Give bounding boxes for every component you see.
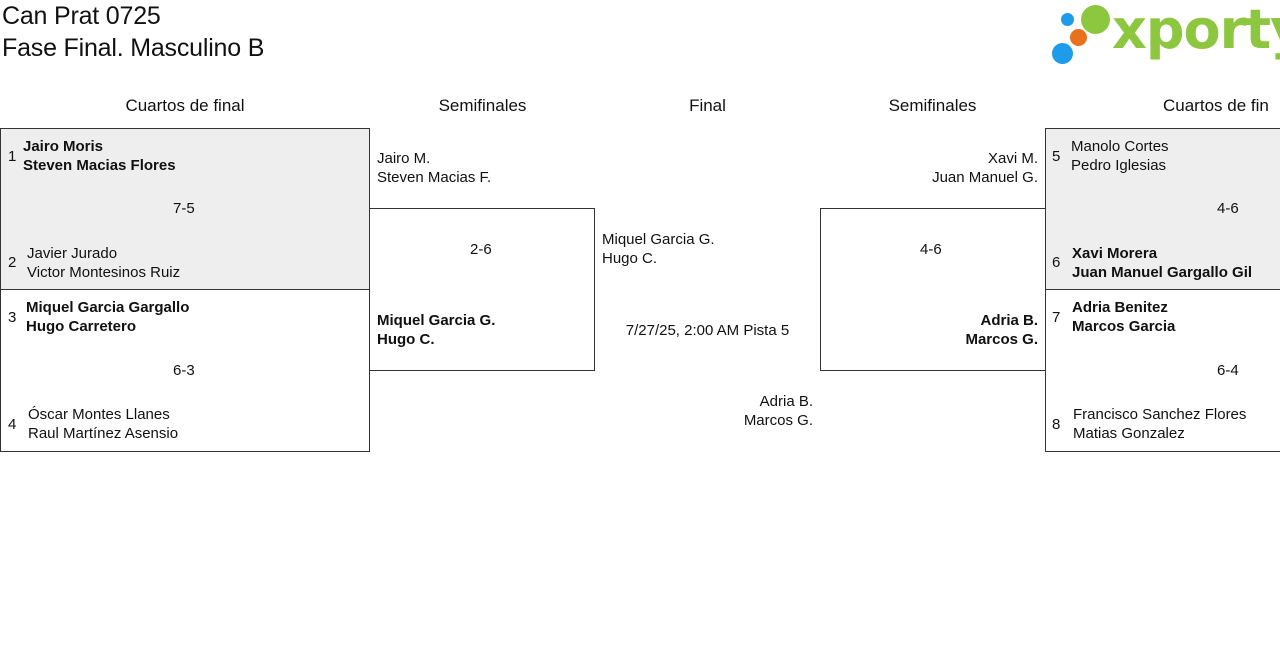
player-name: Hugo Carretero [26, 318, 137, 335]
player-name: Marcos G. [743, 412, 813, 429]
player-name: Hugo C. [602, 250, 658, 267]
phase-subtitle: Fase Final. Masculino B [2, 34, 265, 62]
xporty-logo: xporty [1050, 0, 1280, 70]
sf-left-match[interactable]: 2-6 Miquel Garcia G. Hugo C. [369, 208, 595, 371]
player-name: Adria Benitez [1072, 299, 1168, 316]
column-header-sf-right: Semifinales [888, 96, 977, 115]
tournament-title: Can Prat 0725 [2, 2, 161, 30]
player-name: Raul Martínez Asensio [28, 425, 179, 442]
column-header-final: Final [689, 96, 726, 115]
seed-number: 7 [1052, 309, 1061, 326]
seed-number: 6 [1052, 254, 1061, 271]
column-header-qf-right: Cuartos de fin [1163, 96, 1269, 115]
qf-left-match-1[interactable]: 1 Jairo Moris Steven Macias Flores 7-5 2… [0, 128, 370, 290]
qf-right-match-2[interactable]: 7 Adria Benitez Marcos Garcia 6-4 8 Fran… [1045, 289, 1280, 452]
player-name: Adria B. [759, 393, 813, 410]
player-name: Hugo C. [377, 331, 435, 348]
player-name: Juan Manuel Gargallo Gil [1072, 264, 1253, 281]
match-score: 7-5 [173, 200, 195, 217]
qf-left-match-2[interactable]: 3 Miquel Garcia Gargallo Hugo Carretero … [0, 289, 370, 452]
player-name: Marcos G. [965, 331, 1038, 348]
logo-wordmark: xporty [1112, 0, 1280, 61]
player-name: Adria B. [980, 312, 1038, 329]
player-name: Steven Macias F. [377, 169, 492, 186]
logo-dot-green [1081, 5, 1110, 34]
player-name: Miquel Garcia Gargallo [26, 299, 190, 316]
seed-number: 8 [1052, 416, 1061, 433]
player-name: Marcos Garcia [1072, 318, 1176, 335]
column-header-qf-left: Cuartos de final [125, 96, 245, 115]
logo-dot-blue-small [1061, 13, 1074, 26]
player-name: Óscar Montes Llanes [28, 406, 170, 423]
seed-number: 4 [8, 416, 17, 433]
seed-number: 5 [1052, 148, 1061, 165]
match-score: 6-4 [1217, 362, 1239, 379]
match-score: 6-3 [173, 362, 195, 379]
match-score: 4-6 [920, 241, 942, 258]
seed-number: 3 [8, 309, 17, 326]
player-name: Francisco Sanchez Flores [1073, 406, 1247, 423]
player-name: Manolo Cortes [1071, 138, 1169, 155]
player-name: Victor Montesinos Ruiz [27, 264, 181, 281]
player-name: Juan Manuel G. [932, 169, 1038, 186]
player-name: Jairo Moris [23, 138, 104, 155]
player-name: Xavi M. [987, 150, 1038, 167]
column-header-sf-left: Semifinales [438, 96, 527, 115]
seed-number: 1 [8, 148, 17, 165]
player-name: Javier Jurado [27, 245, 118, 262]
player-name: Steven Macias Flores [23, 157, 176, 174]
seed-number: 2 [8, 254, 17, 271]
player-name: Matias Gonzalez [1073, 425, 1185, 442]
player-name: Miquel Garcia G. [377, 312, 496, 329]
logo-dot-orange [1070, 29, 1087, 46]
match-score: 4-6 [1217, 200, 1239, 217]
player-name: Pedro Iglesias [1071, 157, 1167, 174]
player-name: Jairo M. [377, 150, 431, 167]
qf-right-match-1[interactable]: 5 Manolo Cortes Pedro Iglesias 4-6 6 Xav… [1045, 128, 1280, 290]
match-score: 2-6 [470, 241, 492, 258]
final-schedule: 7/27/25, 2:00 AM Pista 5 [625, 322, 790, 339]
sf-right-match[interactable]: 4-6 Adria B. Marcos G. [820, 208, 1046, 371]
player-name: Xavi Morera [1072, 245, 1158, 262]
logo-dot-blue [1052, 43, 1073, 64]
player-name: Miquel Garcia G. [602, 231, 715, 248]
